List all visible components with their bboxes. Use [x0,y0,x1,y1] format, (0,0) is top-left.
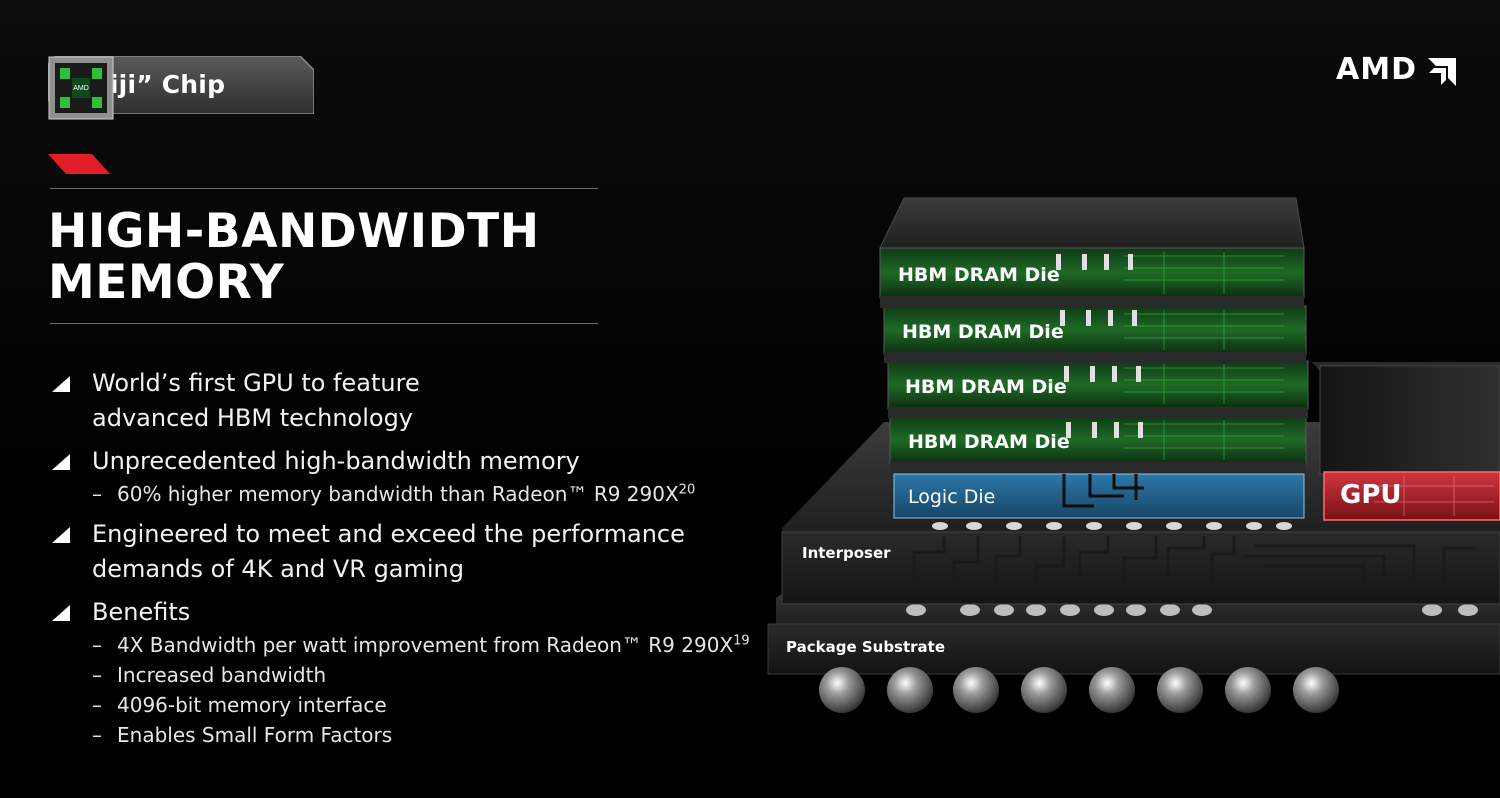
hbm-stack-diagram: HBM DRAM Die HBM DRAM Die HBM DRAM Die H… [764,196,1500,716]
sub-bullet-item: –4096-bit memory interface [92,693,387,717]
logic-die-label: Logic Die [908,486,996,508]
sub-bullet-item: –60% higher memory bandwidth than Radeon… [92,482,696,506]
title-rule-bottom [50,323,598,324]
sub-bullet-item: –Enables Small Form Factors [92,723,393,747]
footnote-ref: 19 [733,633,750,649]
title-rule-top [50,188,598,189]
sub-bullet-text: 4X Bandwidth per watt improvement from R… [117,633,734,657]
sub-bullet-item: –Increased bandwidth [92,663,327,687]
triangle-bullet-icon [52,527,70,543]
gpu-label: GPU [1340,480,1402,510]
bullet-text: Benefits [92,598,191,626]
fiji-chip-icon: AMD [48,56,114,120]
title-line-2: MEMORY [48,255,285,310]
bullet-text-continued: demands of 4K and VR gaming [92,555,464,583]
triangle-bullet-icon [52,454,70,470]
fiji-chip-badge: “Fiji” Chip AMD [48,56,314,120]
sub-bullet-text: 60% higher memory bandwidth than Radeon™… [117,482,679,506]
bullet-text: Unprecedented high-bandwidth memory [92,447,580,475]
amd-arrow-icon [1428,58,1456,86]
sub-bullet-text: Increased bandwidth [117,663,327,687]
hbm-stack-illustration [767,197,1500,713]
hbm-dram-die-label: HBM DRAM Die [902,321,1064,343]
chip-logo-text: AMD [73,85,89,92]
sub-bullet-item: –4X Bandwidth per watt improvement from … [92,633,750,657]
triangle-bullet-icon [52,605,70,621]
title-line-1: HIGH-BANDWIDTH [48,204,540,259]
sub-bullet-text: 4096-bit memory interface [117,693,387,717]
bullet-list: World’s first GPU to feature advanced HB… [50,358,770,750]
footnote-ref: 20 [678,482,696,498]
hbm-dram-die-label: HBM DRAM Die [905,376,1067,398]
amd-logo-text: AMD [1336,52,1417,87]
sub-bullet-text: Enables Small Form Factors [117,723,393,747]
bullet-text: World’s first GPU to feature [92,369,420,397]
hbm-dram-die-label: HBM DRAM Die [908,431,1070,453]
accent-stripe [48,154,110,174]
interposer-label: Interposer [802,544,891,562]
badge-background [48,56,314,114]
package-substrate-label: Package Substrate [786,638,946,656]
bullet-item: World’s first GPU to feature advanced HB… [50,366,770,436]
amd-logo: AMD [1336,52,1460,92]
bullet-item: Unprecedented high-bandwidth memory [50,444,770,479]
page-title: HIGH-BANDWIDTH MEMORY [48,206,540,308]
bullet-item: Benefits [50,595,770,630]
solder-balls [819,667,1339,713]
bullet-text-continued: advanced HBM technology [92,404,413,432]
bullet-item: Engineered to meet and exceed the perfor… [50,517,770,587]
triangle-bullet-icon [52,376,70,392]
bullet-text: Engineered to meet and exceed the perfor… [92,520,685,548]
hbm-dram-die-label: HBM DRAM Die [898,264,1060,286]
